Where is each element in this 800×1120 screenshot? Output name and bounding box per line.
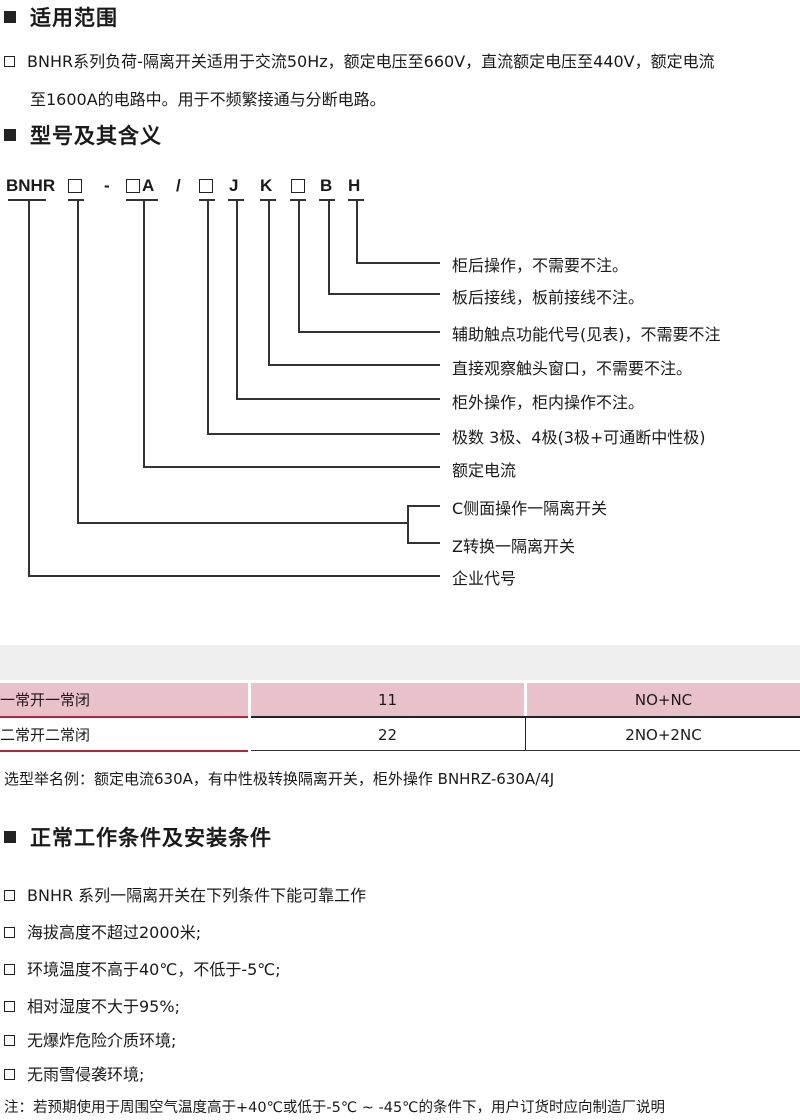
label-view-window: 直接观察触头窗口，不需要不注。 (452, 359, 693, 378)
section-heading-scope: 适用范围 (4, 2, 118, 32)
bullet-square-icon (4, 831, 16, 843)
cell-code: 11 (251, 683, 524, 717)
bracket-line (407, 542, 440, 544)
lead-line (28, 575, 440, 577)
condition-item: 无雨雪侵袭环境; (4, 1061, 144, 1085)
lead-line (268, 200, 270, 365)
code-box-type (68, 178, 82, 197)
condition-item: 海拔高度不超过2000米; (4, 919, 201, 943)
lead-line (236, 200, 238, 399)
heading-text: 适用范围 (30, 6, 118, 30)
label-rear-wiring: 板后接线，板前接线不注。 (452, 288, 645, 307)
underline (126, 199, 158, 201)
label-enterprise-code: 企业代号 (452, 569, 517, 588)
lead-line (356, 200, 358, 262)
code-dash: - (104, 176, 110, 195)
section-heading-conditions: 正常工作条件及安装条件 (4, 822, 272, 852)
label-rated-current: 额定电流 (452, 461, 517, 480)
underline (68, 199, 84, 201)
condition-text: 相对湿度不大于95%; (27, 997, 180, 1016)
bullet-square-icon (4, 129, 16, 141)
lead-line (143, 200, 145, 466)
lead-line (236, 398, 440, 400)
code-bnhr: BNHR (6, 176, 56, 195)
code-b: B (320, 176, 333, 195)
checkbox-square-icon (4, 56, 15, 67)
bracket-line (407, 505, 440, 507)
cell-contacts: 2NO+2NC (625, 726, 702, 744)
condition-text: 环境温度不高于40℃，不低于-5℃; (27, 960, 281, 979)
code-a: A (142, 176, 155, 195)
label-external-operation: 柜外操作，柜内操作不注。 (452, 393, 645, 412)
condition-text: 无雨雪侵袭环境; (27, 1065, 145, 1084)
lead-line (328, 293, 440, 295)
column-divider (525, 718, 526, 750)
condition-text: BNHR 系列一隔离开关在下列条件下能可靠工作 (27, 886, 367, 905)
row-divider (0, 750, 248, 752)
table-row: 二常开二常闭 22 2NO+2NC (0, 718, 800, 752)
checkbox-square-icon (4, 890, 15, 901)
cell-code: 22 (377, 726, 398, 744)
code-box-aux (291, 178, 305, 197)
condition-text: 无爆炸危险介质环境; (27, 1031, 177, 1050)
table-header-band (0, 645, 800, 680)
checkbox-square-icon (4, 1001, 15, 1012)
underline (8, 199, 46, 201)
note: 注：若预期使用于周围空气温度高于+40℃或低于-5℃ ~ -45℃的条件下，用户… (4, 1100, 665, 1116)
lead-line (298, 200, 300, 332)
row-divider (0, 716, 248, 718)
lead-line (77, 522, 407, 524)
scope-paragraph-line2: 至1600A的电路中。用于不频繁接通与分断电路。 (30, 90, 386, 109)
condition-item: 无爆炸危险介质环境; (4, 1027, 176, 1051)
cell-name: 一常开一常闭 (0, 683, 248, 717)
label-c-side: C侧面操作一隔离开关 (452, 499, 608, 518)
lead-line (328, 200, 330, 293)
condition-item: 相对湿度不大于95%; (4, 993, 180, 1017)
bullet-square-icon (4, 11, 16, 23)
lead-line (207, 200, 209, 434)
lead-line (356, 262, 440, 264)
label-z-transfer: Z转换一隔离开关 (452, 537, 575, 556)
heading-text: 正常工作条件及安装条件 (30, 826, 272, 850)
code-j: J (229, 176, 239, 195)
scope-text-1: BNHR系列负荷-隔离开关适用于交流50Hz，额定电压至660V，直流额定电压至… (27, 52, 715, 71)
underline (319, 199, 335, 201)
checkbox-square-icon (4, 927, 15, 938)
table-row: 一常开一常闭 11 NO+NC (0, 683, 800, 717)
label-aux-contact: 辅助触点功能代号(见表)，不需要不注 (452, 325, 721, 344)
code-slash: / (176, 176, 181, 195)
bracket-line (407, 505, 409, 542)
label-poles: 极数 3极、4极(3极+可通断中性极) (452, 428, 706, 447)
lead-line (207, 433, 440, 435)
lead-line (298, 331, 440, 333)
condition-item: 环境温度不高于40℃，不低于-5℃; (4, 956, 281, 980)
lead-line (77, 200, 79, 522)
condition-item: BNHR 系列一隔离开关在下列条件下能可靠工作 (4, 882, 366, 906)
selection-example: 选型举名例：额定电流630A，有中性极转换隔离开关，柜外操作 BNHRZ-630… (4, 770, 555, 788)
section-heading-model: 型号及其含义 (4, 120, 162, 150)
label-rear-operation: 柜后操作，不需要不注。 (452, 256, 629, 275)
checkbox-square-icon (4, 964, 15, 975)
code-box-poles (199, 178, 213, 197)
lead-line (28, 200, 30, 576)
row-divider (251, 750, 800, 751)
cell-contacts: NO+NC (527, 683, 800, 717)
row-divider (251, 716, 800, 718)
code-k: K (260, 176, 273, 195)
lead-line (268, 364, 440, 366)
condition-text: 海拔高度不超过2000米; (27, 923, 202, 942)
checkbox-square-icon (4, 1035, 15, 1046)
heading-text: 型号及其含义 (30, 124, 162, 148)
lead-line (143, 466, 440, 468)
code-h: H (348, 176, 361, 195)
code-box-current (126, 178, 140, 197)
checkbox-square-icon (4, 1069, 15, 1080)
scope-paragraph-line1: BNHR系列负荷-隔离开关适用于交流50Hz，额定电压至660V，直流额定电压至… (4, 48, 715, 72)
cell-name: 二常开二常闭 (0, 726, 91, 744)
